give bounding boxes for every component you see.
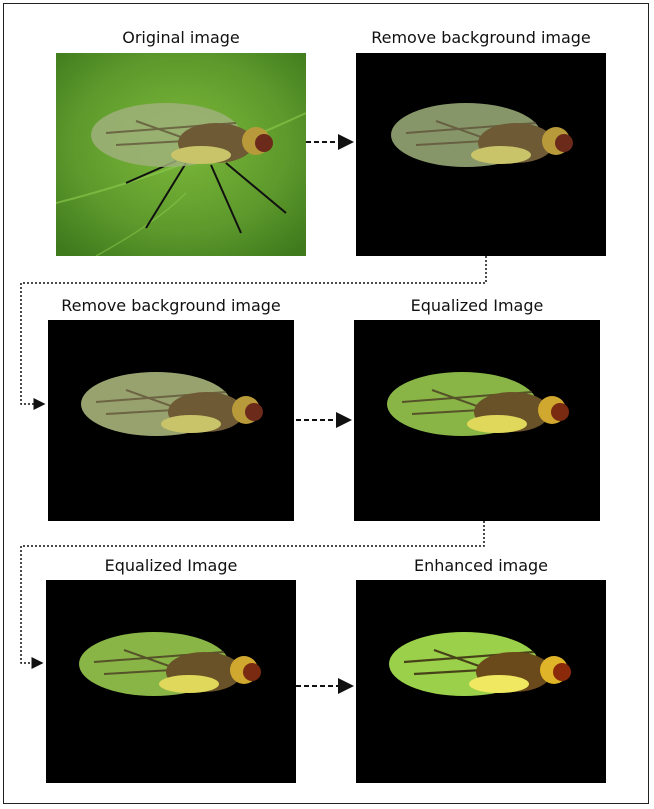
panel-title-original: Original image: [56, 28, 306, 47]
enhanced-image-panel: [356, 580, 606, 783]
fly-no-background-1: [356, 53, 606, 256]
fly-equalized-1: [354, 320, 600, 521]
equalized-image-panel-2: [46, 580, 296, 783]
remove-bg-image-panel-1: [356, 53, 606, 256]
panel-title-remove-bg-1: Remove background image: [356, 28, 606, 47]
original-image-panel: [56, 53, 306, 256]
panel-title-enhanced: Enhanced image: [356, 556, 606, 575]
remove-bg-image-panel-2: [48, 320, 294, 521]
fly-equalized-2: [46, 580, 296, 783]
fly-no-background-2: [48, 320, 294, 521]
panel-title-equalized-2: Equalized Image: [46, 556, 296, 575]
fly-enhanced: [356, 580, 606, 783]
panel-title-equalized-1: Equalized Image: [354, 296, 600, 315]
original-fly-image: [56, 53, 306, 256]
panel-title-remove-bg-2: Remove background image: [48, 296, 294, 315]
equalized-image-panel-1: [354, 320, 600, 521]
